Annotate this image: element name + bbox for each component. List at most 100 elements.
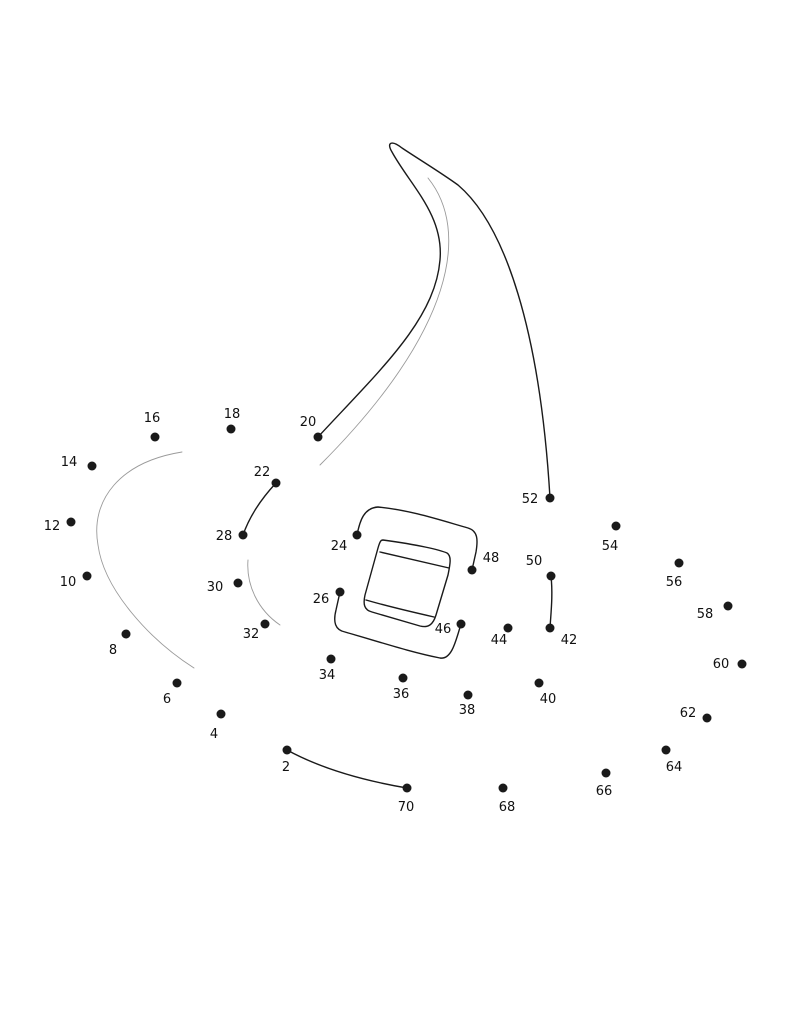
dot-54: 54 bbox=[602, 521, 621, 554]
dot-10: 10 bbox=[60, 571, 92, 590]
dot-marker bbox=[737, 659, 747, 669]
dot-number-label: 56 bbox=[666, 575, 683, 590]
dot-marker bbox=[456, 619, 466, 629]
dot-marker bbox=[467, 565, 477, 575]
dot-marker bbox=[601, 768, 611, 778]
dot-number-label: 54 bbox=[602, 539, 619, 554]
dot-marker bbox=[611, 521, 621, 531]
dot-marker bbox=[66, 517, 76, 527]
dot-number-label: 4 bbox=[210, 727, 218, 742]
dot-number-label: 20 bbox=[300, 415, 317, 430]
dot-marker bbox=[545, 493, 555, 503]
band-right-line bbox=[549, 575, 553, 629]
dot-number-label: 26 bbox=[313, 592, 330, 607]
dot-number-label: 66 bbox=[596, 784, 613, 799]
dot-marker bbox=[498, 783, 508, 793]
dot-marker bbox=[260, 619, 270, 629]
dot-14: 14 bbox=[61, 455, 97, 471]
dot-52: 52 bbox=[522, 492, 555, 507]
dot-marker bbox=[172, 678, 182, 688]
dot-number-label: 48 bbox=[483, 551, 500, 566]
dot-70: 70 bbox=[398, 783, 414, 815]
dot-number-label: 36 bbox=[393, 687, 410, 702]
dot-34: 34 bbox=[319, 654, 336, 683]
dot-marker bbox=[238, 530, 248, 540]
dot-42: 42 bbox=[545, 623, 578, 648]
dot-number-label: 62 bbox=[680, 706, 697, 721]
dot-number-label: 58 bbox=[697, 607, 714, 622]
dot-number-label: 68 bbox=[499, 800, 516, 815]
dot-marker bbox=[87, 461, 97, 471]
dot-38: 38 bbox=[459, 690, 475, 718]
dot-20: 20 bbox=[300, 415, 323, 442]
dot-number-label: 28 bbox=[216, 529, 233, 544]
dot-marker bbox=[463, 690, 473, 700]
dot-number-label: 44 bbox=[491, 633, 508, 648]
buckle-inner-top-line bbox=[379, 551, 450, 569]
dot-marker bbox=[226, 424, 236, 434]
dot-marker bbox=[503, 623, 513, 633]
buckle bbox=[334, 506, 478, 659]
dot-58: 58 bbox=[697, 601, 733, 622]
dot-18: 18 bbox=[224, 407, 241, 434]
dot-marker bbox=[121, 629, 131, 639]
dot-30: 30 bbox=[207, 578, 243, 595]
dot-number-label: 24 bbox=[331, 539, 348, 554]
dot-12: 12 bbox=[44, 517, 76, 534]
buckle-inner-frame bbox=[363, 539, 451, 628]
dot-26: 26 bbox=[313, 587, 345, 607]
dot-marker bbox=[723, 601, 733, 611]
dot-marker bbox=[352, 530, 362, 540]
dot-number-label: 52 bbox=[522, 492, 539, 507]
dot-2: 2 bbox=[282, 745, 292, 775]
dot-marker bbox=[82, 571, 92, 581]
band-line bbox=[242, 482, 277, 536]
witch-hat-outline bbox=[96, 142, 553, 789]
dot-marker bbox=[534, 678, 544, 688]
dot-number-label: 42 bbox=[561, 633, 578, 648]
dot-22: 22 bbox=[254, 465, 281, 488]
dot-number-label: 40 bbox=[540, 692, 557, 707]
dot-40: 40 bbox=[534, 678, 557, 707]
dot-marker bbox=[546, 571, 556, 581]
dot-32: 32 bbox=[243, 619, 270, 642]
brim-bottom-line bbox=[286, 749, 408, 789]
buckle-inner-bottom-line bbox=[365, 599, 435, 618]
dot-number-label: 32 bbox=[243, 627, 260, 642]
dot-number-label: 6 bbox=[163, 692, 171, 707]
dot-marker bbox=[313, 432, 323, 442]
dot-marker bbox=[271, 478, 281, 488]
dot-number-label: 18 bbox=[224, 407, 241, 422]
dot-marker bbox=[661, 745, 671, 755]
dot-marker bbox=[282, 745, 292, 755]
dot-marker bbox=[398, 673, 408, 683]
dot-marker bbox=[326, 654, 336, 664]
dot-number-label: 8 bbox=[109, 643, 117, 658]
dot-marker bbox=[545, 623, 555, 633]
dot-28: 28 bbox=[216, 529, 248, 544]
dot-66: 66 bbox=[596, 768, 613, 799]
dot-number-label: 50 bbox=[526, 554, 543, 569]
dot-60: 60 bbox=[713, 657, 747, 672]
dot-44: 44 bbox=[491, 623, 513, 648]
dot-64: 64 bbox=[661, 745, 683, 775]
dot-62: 62 bbox=[680, 706, 712, 723]
dot-number-label: 22 bbox=[254, 465, 271, 480]
dot-number-label: 34 bbox=[319, 668, 336, 683]
dot-marker bbox=[233, 578, 243, 588]
hat-tip-outline bbox=[317, 142, 551, 499]
dot-8: 8 bbox=[109, 629, 131, 658]
dot-number-label: 10 bbox=[60, 575, 77, 590]
dot-36: 36 bbox=[393, 673, 410, 702]
dot-number-label: 64 bbox=[666, 760, 683, 775]
dot-4: 4 bbox=[210, 709, 226, 742]
dot-68: 68 bbox=[498, 783, 516, 815]
dot-number-label: 16 bbox=[144, 411, 161, 426]
dot-46: 46 bbox=[435, 619, 466, 637]
dot-marker bbox=[150, 432, 160, 442]
brim-inner-curve bbox=[96, 451, 195, 669]
dot-number-label: 12 bbox=[44, 519, 61, 534]
dot-marker bbox=[674, 558, 684, 568]
dot-number-label: 46 bbox=[435, 622, 452, 637]
